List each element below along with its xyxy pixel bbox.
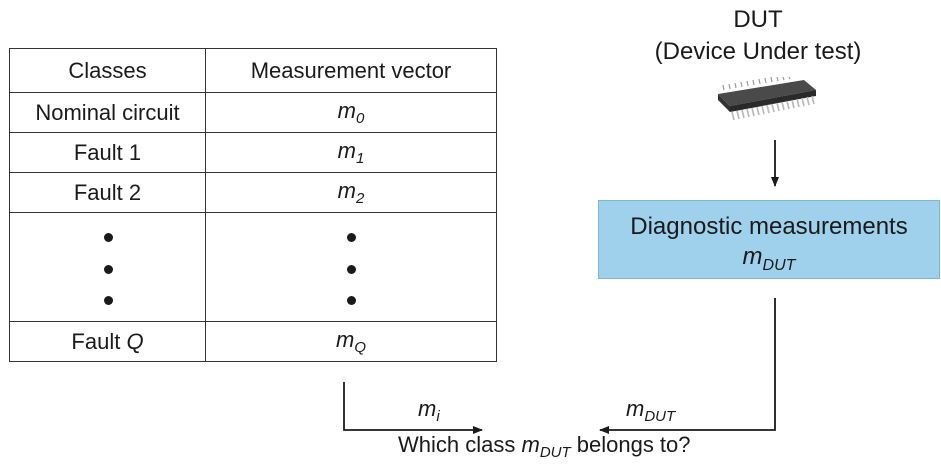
table-to-decision-arrow [343,382,483,434]
mdut-label: mDUT [626,396,676,425]
dut-title-line1: DUT [733,6,783,33]
dut-title: DUT (Device Under test) [633,4,883,68]
classification-question: Which class mDUT belongs to? [398,432,691,461]
ellipsis-dot [347,296,356,305]
vector-cell: mQ [205,321,497,362]
ellipsis-cell-vectors [205,212,497,322]
dut-title-line2: (Device Under test) [654,38,862,65]
diagnostic-title: Diagnostic measurements [630,213,908,240]
header-measurement-vector: Measurement vector [205,48,497,93]
ellipsis-dot [347,265,356,274]
ic-chip-icon [718,76,816,121]
ellipsis-dot [103,296,113,305]
table-row: Fault 1 m1 [9,132,497,173]
ellipsis-dot [347,233,356,242]
fault-dictionary-table: Classes Measurement vector Nominal circu… [9,48,497,362]
class-cell: Fault Q [9,321,206,362]
ellipsis-dot [103,265,113,274]
diagnostic-vector: mDUT [742,243,796,274]
diagnostic-to-decision-arrow [599,298,776,434]
table-row: Fault 2 m2 [9,172,497,213]
class-cell: Fault 2 [9,172,206,213]
header-classes: Classes [9,48,206,93]
mi-label: mi [418,396,440,425]
table-row: Fault Q mQ [9,321,497,362]
vector-cell: m1 [205,132,497,173]
diagnostic-measurements-box: Diagnostic measurements mDUT [598,200,940,279]
ellipsis-cell-classes [9,212,206,322]
class-cell: Nominal circuit [9,92,206,133]
ellipsis-row [9,212,497,322]
vector-cell: m2 [205,172,497,213]
ellipsis-dot [103,233,113,242]
table-header-row: Classes Measurement vector [9,48,497,93]
